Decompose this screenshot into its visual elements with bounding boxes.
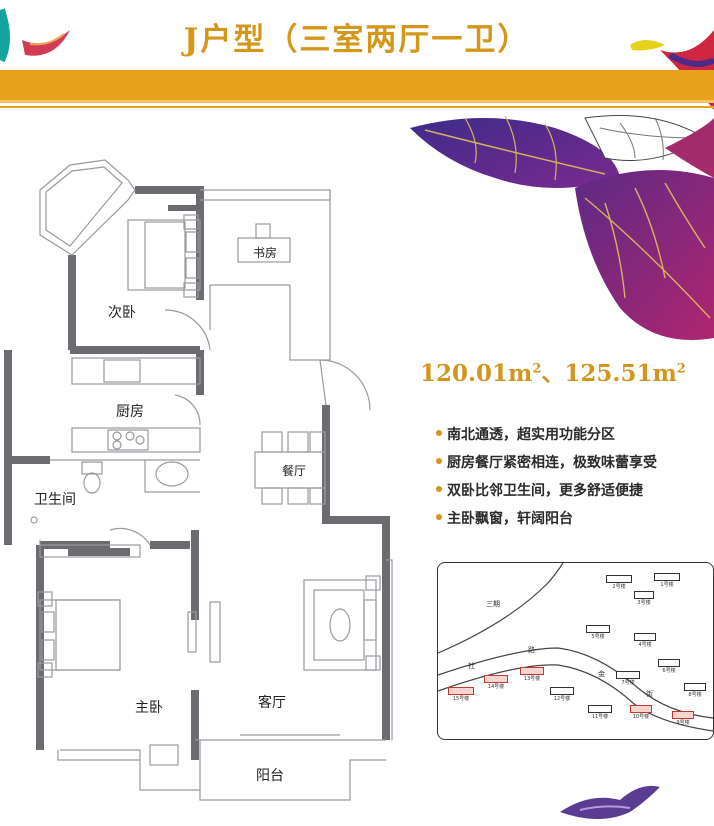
building-label: 14号楼 bbox=[487, 684, 505, 690]
building-8: 8号楼 bbox=[684, 683, 706, 698]
area-unit-sup: 2 bbox=[532, 361, 542, 377]
building-label: 9号楼 bbox=[676, 720, 690, 726]
decorative-swirl-topleft bbox=[0, 8, 70, 63]
building-label: 13号楼 bbox=[523, 676, 541, 682]
building-label: 6号楼 bbox=[662, 668, 676, 674]
building-3: 3号楼 bbox=[634, 591, 654, 606]
area-unit-sup: 2 bbox=[676, 361, 686, 377]
building-label: 10号楼 bbox=[632, 714, 650, 720]
room-label-dining: 餐厅 bbox=[282, 464, 307, 478]
building-icon bbox=[654, 573, 680, 581]
building-1: 1号楼 bbox=[654, 573, 680, 588]
building-label: 2号楼 bbox=[612, 584, 626, 590]
room-label-bathroom: 卫生间 bbox=[34, 492, 76, 508]
building-10: 10号楼 bbox=[630, 705, 652, 720]
site-map-road-char: 街 bbox=[646, 690, 653, 698]
building-icon bbox=[520, 667, 544, 675]
building-14: 14号楼 bbox=[484, 675, 508, 690]
feature-list: 南北通透，超实用功能分区 厨房餐厅紧密相连，极致味蕾享受 双卧比邻卫生间，更多舒… bbox=[436, 425, 657, 537]
room-label-study: 书房 bbox=[253, 246, 278, 260]
feature-item: 南北通透，超实用功能分区 bbox=[436, 425, 657, 453]
decorative-leaves bbox=[410, 115, 714, 340]
building-label: 12号楼 bbox=[553, 696, 571, 702]
area-size-1: 120.01m bbox=[420, 360, 533, 387]
room-label-balcony: 阳台 bbox=[256, 768, 284, 784]
building-2: 2号楼 bbox=[606, 575, 632, 590]
building-15: 15号楼 bbox=[448, 687, 474, 702]
building-13: 13号楼 bbox=[520, 667, 544, 682]
building-label: 3号楼 bbox=[637, 600, 651, 606]
building-icon bbox=[588, 705, 612, 713]
header-band bbox=[0, 70, 714, 100]
building-9: 9号楼 bbox=[672, 711, 694, 726]
building-icon bbox=[634, 591, 654, 599]
building-7: 7号楼 bbox=[616, 671, 640, 686]
building-5: 5号楼 bbox=[586, 625, 610, 640]
building-12: 12号楼 bbox=[550, 687, 574, 702]
decorative-bird-bottomright bbox=[560, 785, 660, 819]
room-label-second-bedroom: 次卧 bbox=[108, 305, 136, 321]
building-label: 7号楼 bbox=[621, 680, 635, 686]
building-label: 1号楼 bbox=[660, 582, 674, 588]
site-map-road-char: 路 bbox=[528, 646, 535, 654]
feature-item: 双卧比邻卫生间，更多舒适便捷 bbox=[436, 481, 657, 509]
building-icon bbox=[630, 705, 652, 713]
building-icon bbox=[634, 633, 656, 641]
building-label: 8号楼 bbox=[688, 692, 702, 698]
bullet-icon bbox=[436, 486, 442, 492]
building-icon bbox=[586, 625, 610, 633]
room-label-kitchen: 厨房 bbox=[116, 404, 144, 420]
building-icon bbox=[448, 687, 474, 695]
building-label: 15号楼 bbox=[452, 696, 470, 702]
building-11: 11号楼 bbox=[588, 705, 612, 720]
building-6: 6号楼 bbox=[658, 659, 680, 674]
building-icon bbox=[658, 659, 680, 667]
building-icon bbox=[616, 671, 640, 679]
bullet-icon bbox=[436, 458, 442, 464]
area-size: 120.01m2、125.51m2 bbox=[420, 354, 686, 388]
room-label-master-bedroom: 主卧 bbox=[135, 700, 163, 716]
site-map: 三期 社 路 金 街 1号楼 2号楼 3号楼 4号楼 5号楼 6号楼 7号楼 8… bbox=[437, 562, 714, 740]
header-band-line bbox=[0, 100, 714, 103]
building-icon bbox=[484, 675, 508, 683]
building-icon bbox=[684, 683, 706, 691]
feature-item: 主卧飘窗，轩阔阳台 bbox=[436, 509, 657, 537]
building-4: 4号楼 bbox=[634, 633, 656, 648]
site-map-phase-label: 三期 bbox=[486, 600, 500, 608]
building-icon bbox=[550, 687, 574, 695]
area-separator: 、 bbox=[541, 360, 565, 387]
building-icon bbox=[606, 575, 632, 583]
site-map-road-char: 社 bbox=[468, 662, 475, 670]
bullet-icon bbox=[436, 430, 442, 436]
building-label: 11号楼 bbox=[591, 714, 609, 720]
bullet-icon bbox=[436, 514, 442, 520]
feature-item: 厨房餐厅紧密相连，极致味蕾享受 bbox=[436, 453, 657, 481]
building-label: 5号楼 bbox=[591, 634, 605, 640]
area-size-2: 125.51m bbox=[564, 360, 677, 387]
building-icon bbox=[672, 711, 694, 719]
floor-plan bbox=[4, 159, 393, 801]
room-label-living-room: 客厅 bbox=[258, 695, 286, 711]
site-map-road-char: 金 bbox=[598, 670, 605, 678]
header-band-line bbox=[0, 106, 714, 108]
site-map-drawing bbox=[438, 563, 713, 732]
page-title: J户型（三室两厅一卫） bbox=[183, 22, 531, 58]
building-label: 4号楼 bbox=[638, 642, 652, 648]
